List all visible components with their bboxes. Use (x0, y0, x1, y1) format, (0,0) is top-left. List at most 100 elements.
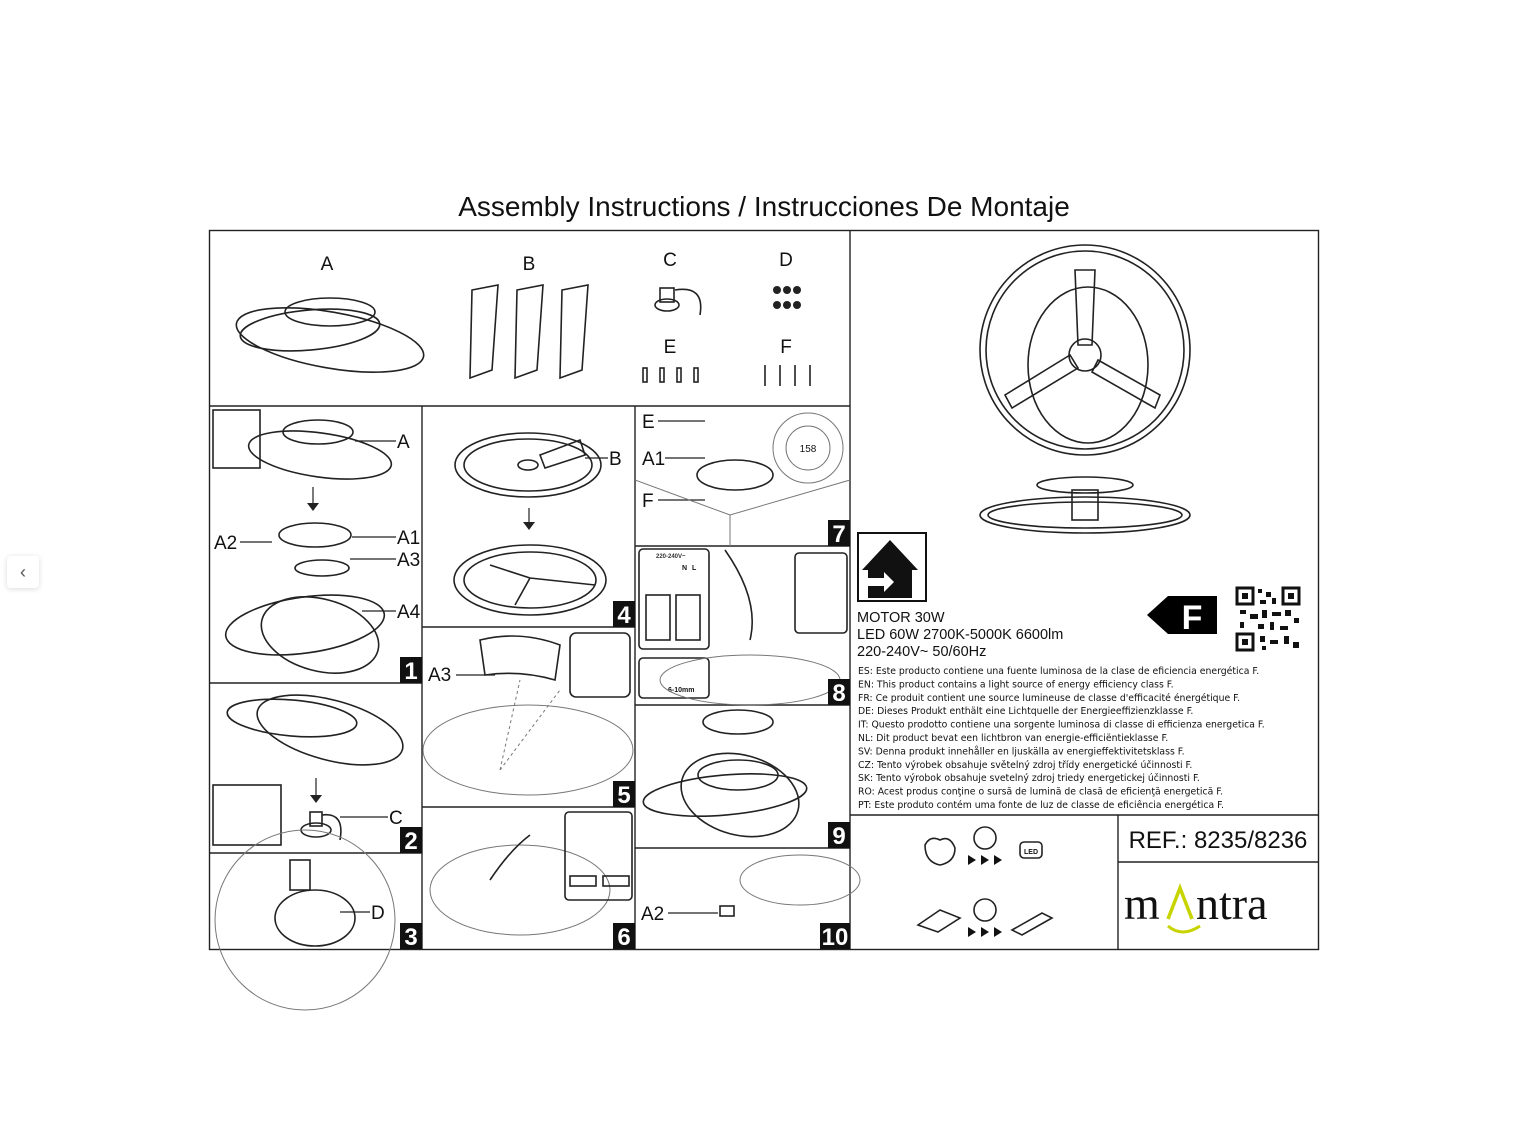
illustration-shape (783, 301, 791, 309)
step-number: 1 (404, 658, 417, 685)
illustration-shape (235, 307, 425, 373)
illustration-shape (866, 572, 894, 592)
illustration-shape (659, 654, 841, 706)
step-number: 2 (404, 828, 417, 855)
callout-label: A1 (397, 528, 420, 549)
illustration-shape (400, 657, 422, 683)
illustration-shape (289, 859, 311, 891)
led-icon (1019, 841, 1043, 859)
illustration-shape (1262, 610, 1267, 618)
illustration-shape (1285, 610, 1291, 616)
energy-statement: DE: Dieses Produkt enthält eine Lichtque… (858, 706, 1193, 717)
step-number: 8 (832, 680, 845, 707)
label-text: ntra (1196, 878, 1268, 929)
illustration-shape (613, 601, 635, 627)
illustration-shape (675, 594, 701, 641)
illustration-shape (783, 286, 791, 294)
illustration-shape (773, 301, 781, 309)
illustration-shape (979, 244, 1191, 456)
callout-label: B (609, 449, 622, 470)
illustration-shape (785, 425, 831, 471)
label-text: LED (1024, 849, 1038, 856)
illustration-shape (309, 811, 323, 827)
illustration-shape (499, 679, 561, 771)
callout-label: A2 (214, 533, 237, 554)
mantra-logo: m ntra (1124, 878, 1268, 934)
step-number: 3 (404, 924, 417, 951)
illustration-shape (429, 844, 611, 936)
step-number: 9 (832, 823, 845, 850)
illustration-shape (724, 549, 753, 641)
energy-statements: ES: Este producto contiene una fuente lu… (858, 666, 1265, 811)
technician-icon (973, 826, 997, 850)
illustration-shape (613, 923, 635, 949)
illustration-shape (820, 923, 850, 949)
illustration-shape (569, 632, 631, 698)
illustration-shape (1242, 639, 1248, 645)
illustration-shape (256, 694, 404, 766)
callout-label: A (397, 432, 410, 453)
illustration-shape (564, 811, 633, 901)
illustration-shape (659, 367, 665, 383)
step-4-panel: B 4 (453, 432, 635, 629)
part-label-a: A (321, 254, 334, 275)
callout-label: F (642, 491, 654, 512)
illustration-shape (1240, 589, 1299, 650)
illustration-shape (260, 596, 380, 674)
parts-list: A B C D E F (235, 250, 811, 386)
step-3-panel: D 3 (214, 829, 422, 1011)
illustration-shape (1270, 640, 1278, 644)
illustration-shape (274, 889, 356, 947)
callout-label: A4 (397, 602, 421, 623)
step-number: 7 (832, 521, 845, 548)
energy-statement: RO: Acest produs conţine o sursă de lumi… (858, 787, 1223, 798)
callout-label: E (642, 412, 655, 433)
energy-statement: EN: This product contains a light source… (858, 679, 1174, 690)
illustration-shape (719, 905, 735, 917)
qr-code[interactable] (1235, 586, 1301, 652)
part-a-frame-drawing (235, 297, 425, 373)
callout-label: A3 (428, 665, 451, 686)
energy-statement: IT: Questo prodotto contiene una sorgent… (858, 720, 1265, 731)
motor-spec: MOTOR 30W (857, 610, 945, 626)
illustration-shape (676, 367, 682, 383)
energy-statement: SK: Tento výrobok obsahuje svetelný zdro… (858, 773, 1200, 784)
illustration-shape (454, 432, 602, 498)
illustration-shape (1272, 612, 1281, 616)
illustration-shape (642, 367, 648, 383)
illustration-shape (1068, 338, 1102, 372)
broken-led-icon (924, 837, 956, 866)
illustration-shape (514, 284, 544, 380)
illustration-shape (1281, 586, 1301, 606)
illustration-shape (1074, 269, 1096, 346)
illustration-shape (773, 286, 781, 294)
illustration-shape (793, 286, 801, 294)
label-text: 6-10mm (668, 687, 694, 694)
led-replacement-icons: LED (916, 826, 1054, 937)
illustration-shape (224, 594, 386, 656)
arrows-icon (968, 855, 1002, 865)
energy-statement: ES: Este producto contiene una fuente lu… (858, 666, 1259, 677)
previous-page-button[interactable]: ‹ (7, 556, 39, 588)
illustration-shape (489, 834, 531, 881)
illustration-shape (1280, 626, 1288, 630)
power-spec: 220-240V~ 50/60Hz (857, 644, 986, 660)
energy-statement: FR: Ce produit contient une source lumin… (858, 693, 1240, 704)
label-text: N (682, 565, 687, 572)
reference-number: REF.: 8235/8236 (1129, 827, 1308, 854)
illustration-shape (1235, 632, 1255, 652)
label-text: F (1182, 599, 1203, 637)
illustration-shape (634, 479, 851, 546)
callout-label: A3 (397, 550, 420, 571)
label-text: 220-240V~ (656, 554, 686, 560)
illustration-shape (1003, 353, 1080, 410)
part-d-screws-drawing (773, 286, 801, 309)
driver-icon (1010, 912, 1054, 936)
illustration-shape (247, 430, 393, 480)
illustration-shape (979, 496, 1191, 534)
illustration-shape (1240, 622, 1244, 628)
illustration-shape (453, 544, 607, 616)
step-number: 4 (617, 602, 631, 629)
illustration-shape (400, 923, 422, 949)
